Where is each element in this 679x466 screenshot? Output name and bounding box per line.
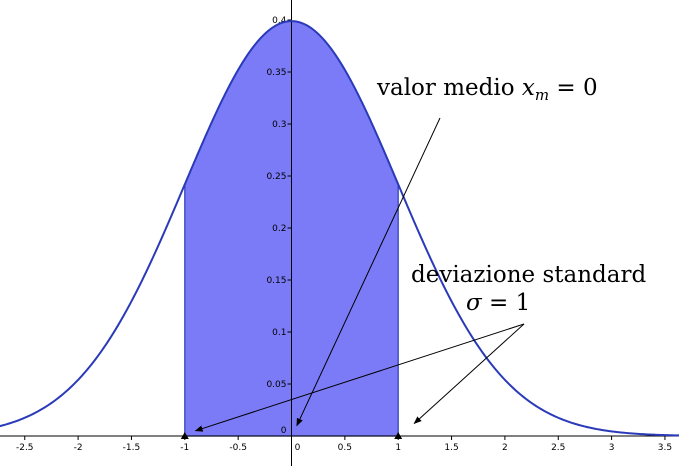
mean-annotation-prefix: valor medio <box>376 75 522 101</box>
y-tick-label: 0.3 <box>272 120 286 130</box>
annotation-arrow <box>413 323 525 425</box>
interval-point <box>394 432 403 439</box>
x-tick-label: -1.5 <box>123 443 141 453</box>
mean-annotation-rest: = 0 <box>549 75 598 101</box>
density-curve <box>0 20 679 437</box>
x-tick-label: 2.5 <box>551 443 565 453</box>
x-tick-label: 1.5 <box>444 443 458 453</box>
x-tick-label: 1 <box>395 443 401 453</box>
annotation-arrow <box>296 117 441 427</box>
x-tick-label: 2 <box>502 443 508 453</box>
y-tick-label: 0.4 <box>272 16 287 26</box>
mean-annotation: valor medio xm = 0 <box>376 75 598 104</box>
y-tick-label: 0 <box>281 426 287 436</box>
x-tick-label: 3.5 <box>658 443 672 453</box>
y-tick-label: 0.25 <box>266 172 286 182</box>
stddev-annotation-line1: deviazione standard <box>411 262 646 288</box>
x-tick-label: 3 <box>609 443 615 453</box>
y-tick-label: 0.15 <box>266 276 286 286</box>
stddev-annotation-rest: = 1 <box>482 290 531 316</box>
interval-point <box>180 432 189 439</box>
stddev-annotation-line2: σ = 1 <box>466 290 530 316</box>
x-tick-label: -2 <box>74 443 83 453</box>
mean-annotation-var: x <box>522 75 535 101</box>
y-tick-label: 0.1 <box>272 328 286 338</box>
mean-annotation-sub: m <box>535 86 549 104</box>
y-tick-label: 0.2 <box>272 224 286 234</box>
x-tick-label: 0 <box>295 443 301 453</box>
x-tick-label: -1 <box>180 443 189 453</box>
annotation-arrow <box>194 323 525 432</box>
y-tick-label: 0.05 <box>266 380 286 390</box>
x-tick-label: 0.5 <box>338 443 352 453</box>
x-tick-label: -2.5 <box>16 443 34 453</box>
x-tick-label: -0.5 <box>229 443 247 453</box>
y-tick-label: 0.35 <box>266 68 286 78</box>
stddev-annotation-var: σ <box>466 290 483 316</box>
